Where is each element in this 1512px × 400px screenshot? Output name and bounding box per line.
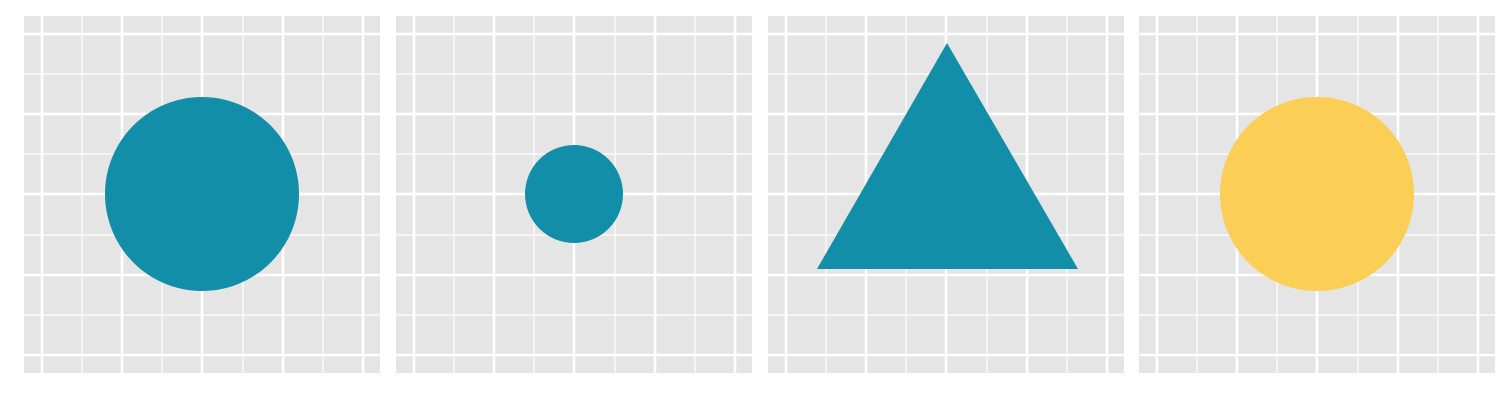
large-circle-shape [1220,97,1414,291]
large-circle-shape [105,97,299,291]
panel-small-teal-circle [396,16,752,373]
small-circle-shape [525,145,623,243]
triangle-shape [817,43,1078,269]
panel-large-yellow-circle [1139,16,1495,373]
panel-large-teal-circle [24,16,380,373]
panel-teal-triangle [768,16,1124,373]
